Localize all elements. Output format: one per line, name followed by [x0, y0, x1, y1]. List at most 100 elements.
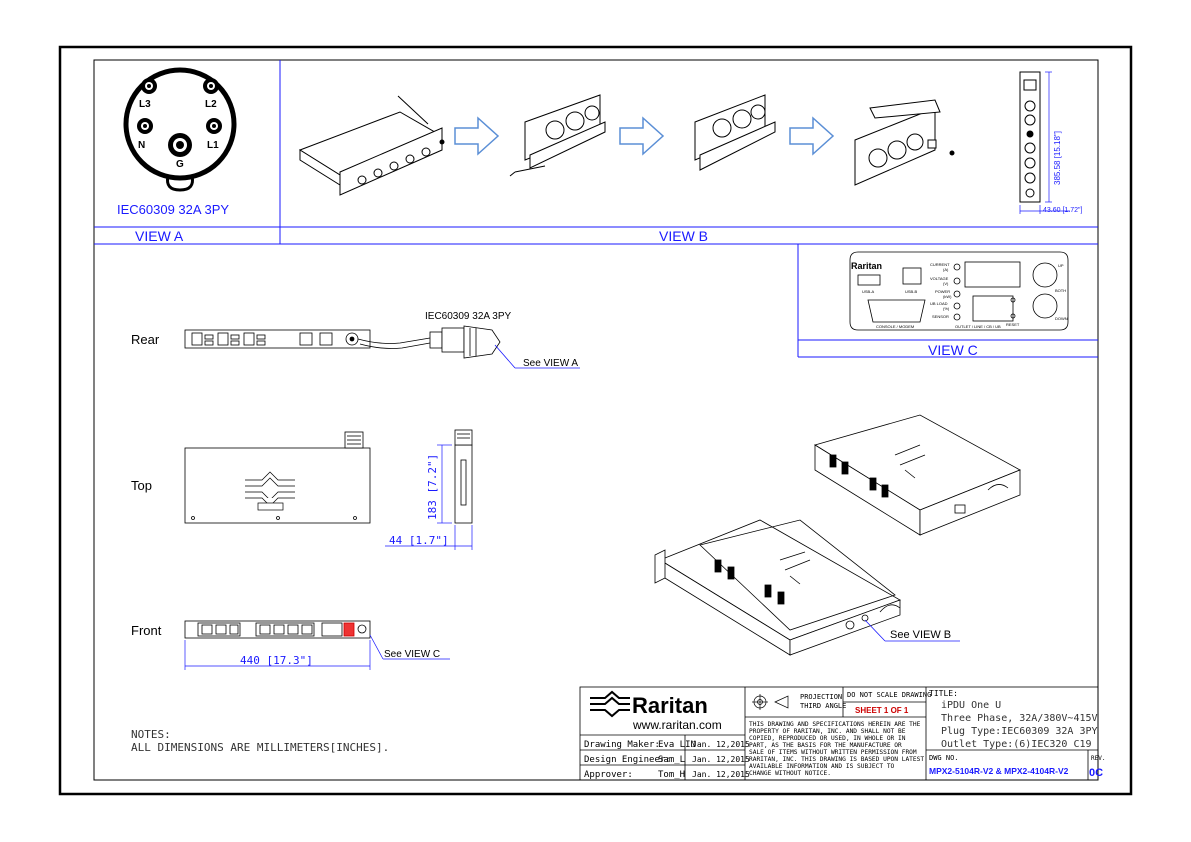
pin-label-n: N	[138, 140, 145, 151]
engineer-date: Jan. 12,2015	[692, 755, 750, 764]
pin-label-l3: L3	[139, 99, 151, 110]
sheet-number: SHEET 1 OF 1	[855, 706, 909, 715]
view-c-usb-b: USB-B	[905, 289, 918, 294]
bracket-step-2	[509, 94, 606, 177]
bracket-step-4	[854, 99, 955, 186]
approver-date: Jan. 12,2015	[692, 770, 750, 779]
view-c-console: CONSOLE / MODEM	[876, 324, 914, 329]
arrow-2	[619, 116, 665, 156]
view-frame-top	[94, 60, 1098, 245]
third-angle-label: THIRD ANGLE	[800, 702, 846, 710]
view-c-unload: UB LOAD	[930, 301, 948, 306]
view-c-voltage-unit: (V)	[943, 281, 949, 286]
front-label: Front	[131, 623, 162, 638]
arrow-1	[454, 116, 500, 156]
bracket-height-dim: 385.58 [15.18"]	[1053, 131, 1062, 185]
title-block-logo-mark	[590, 690, 630, 718]
bracket-width-dim: 43.60 [1.72"]	[1043, 207, 1083, 214]
disclaimer: THIS DRAWING AND SPECIFICATIONS HEREIN A…	[749, 721, 924, 777]
front-dimensions	[184, 634, 450, 670]
svg-text:CHANGE WITHOUT NOTICE.: CHANGE WITHOUT NOTICE.	[749, 770, 831, 777]
iso-unit-2	[654, 519, 901, 656]
svg-text:THIS DRAWING AND SPECIFICATION: THIS DRAWING AND SPECIFICATIONS HEREIN A…	[749, 721, 921, 728]
approver-name: Tom_H	[658, 770, 685, 780]
rear-label: Rear	[131, 332, 160, 347]
notes-line-1: ALL DIMENSIONS ARE MILLIMETERS[INCHES].	[131, 741, 389, 754]
view-a-plug-face: L3 L2 N L1 G	[123, 67, 237, 192]
bracket-dimensions	[1019, 71, 1070, 214]
view-c-current-unit: (A)	[943, 267, 949, 272]
see-view-a-leader	[494, 344, 580, 369]
view-c-both: BOTH	[1055, 288, 1066, 293]
view-c-reset: RESET	[1006, 322, 1020, 327]
svg-text:AVAILABLE INFORMATION AND IS S: AVAILABLE INFORMATION AND IS SUBJECT TO	[749, 763, 895, 770]
see-view-b: See VIEW B	[890, 629, 951, 641]
notes-title: NOTES:	[131, 728, 171, 741]
pin-g	[168, 133, 192, 157]
rear-plug-label: IEC60309 32A 3PY	[425, 311, 512, 322]
pin-label-g: G	[176, 159, 184, 170]
maker-role: Drawing Maker:	[584, 740, 660, 750]
front-width-dim: 440 [17.3"]	[240, 654, 313, 667]
pin-n	[137, 118, 153, 134]
rev-label: REV.	[1091, 755, 1105, 762]
view-c-label: VIEW C	[928, 342, 978, 358]
view-c-brand: Raritan	[851, 261, 882, 271]
rear-plug	[429, 325, 501, 359]
top-raritan-logo	[245, 471, 295, 511]
engineer-name: Sam_L	[658, 755, 685, 765]
see-view-b-leader	[864, 619, 960, 642]
approver-role: Approver:	[584, 770, 633, 780]
view-c-current: CURRENT	[930, 262, 950, 267]
top-height-dim: 183 [7.2"]	[426, 454, 439, 520]
view-c-power: POWER	[935, 289, 950, 294]
maker-name: Eva LIN	[658, 740, 696, 750]
view-c-voltage: VOLTAGE	[930, 276, 949, 281]
view-c-down: DOWN	[1055, 316, 1068, 321]
top-dimensions	[385, 444, 473, 550]
svg-text:PROPERTY OF RARITAN, INC. AND: PROPERTY OF RARITAN, INC. AND SHALL NOT …	[749, 728, 906, 735]
title-line-4: Outlet Type:(6)IEC320 C19	[941, 739, 1092, 750]
front-view-body	[184, 620, 371, 639]
iso-unit-1	[814, 414, 1021, 536]
pin-label-l1: L1	[207, 140, 219, 151]
title-label: TITLE:	[929, 689, 958, 698]
arrow-3	[789, 116, 835, 156]
view-c-unload-unit: (%)	[943, 306, 950, 311]
inner-border	[93, 59, 1099, 781]
bracket-step-3	[694, 94, 776, 171]
dwg-no-label: DWG NO.	[929, 754, 959, 762]
engineer-role: Design Engineer:	[584, 755, 671, 765]
svg-text:COPIED, REPRODUCED OR USED, IN: COPIED, REPRODUCED OR USED, IN WHOLE OR …	[749, 735, 906, 742]
projection-label: PROJECTION	[800, 693, 842, 701]
maker-date: Jan. 12,2015	[692, 740, 750, 749]
bracket-front-view	[1019, 71, 1041, 203]
title-line-2: Three Phase, 32A/380V~415V	[941, 713, 1098, 724]
rev-value: 0C	[1089, 767, 1103, 779]
dwg-no: MPX2-5104R-V2 & MPX2-4104R-V2	[929, 766, 1069, 776]
view-c-outlet: OUTLET / LINE / CB / UB	[955, 324, 1001, 329]
view-c-frame	[797, 244, 1098, 358]
outer-border	[58, 45, 1133, 796]
pin-l3	[141, 78, 157, 94]
title-block-logo: Raritan	[632, 693, 708, 718]
svg-text:PART, AS THE BASIS FOR THE MAN: PART, AS THE BASIS FOR THE MANUFACTURE O…	[749, 742, 902, 749]
top-width-dim: 44 [1.7"]	[389, 534, 449, 547]
title-line-1: iPDU One U	[941, 700, 1001, 711]
pin-label-l2: L2	[205, 99, 217, 110]
view-c-up: UP	[1058, 263, 1064, 268]
view-c-panel	[849, 251, 1069, 331]
view-a-plug-label: IEC60309 32A 3PY	[117, 202, 229, 217]
bracket-step-1	[298, 95, 445, 196]
svg-text:RARITAN, INC. THIS DRAWING IS: RARITAN, INC. THIS DRAWING IS BASED UPON…	[749, 756, 924, 763]
projection-symbol	[752, 694, 789, 710]
pin-l2	[203, 78, 219, 94]
view-c-sensor: SENSOR	[932, 314, 949, 319]
view-a-label: VIEW A	[135, 228, 184, 244]
see-view-a: See VIEW A	[523, 358, 578, 369]
see-view-c: See VIEW C	[384, 649, 440, 660]
top-view-body	[184, 431, 371, 524]
view-c-usb-a: USB-A	[862, 289, 875, 294]
title-line-3: Plug Type:IEC60309 32A 3PY	[941, 726, 1098, 737]
